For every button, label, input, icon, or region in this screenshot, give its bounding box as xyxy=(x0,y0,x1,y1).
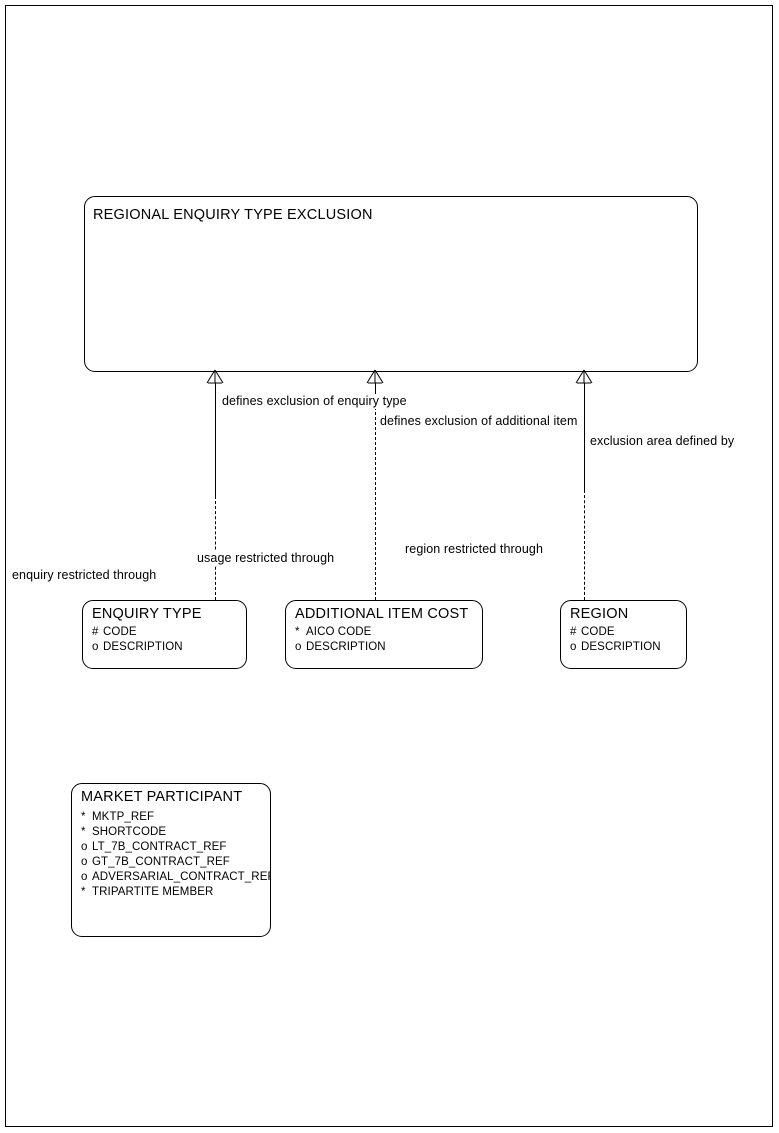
attribute-row: o LT_7B_CONTRACT_REF xyxy=(81,840,270,855)
attribute-label: DESCRIPTION xyxy=(581,641,661,653)
entity-title: REGION xyxy=(570,606,629,622)
attribute-row: * TRIPARTITE MEMBER xyxy=(81,885,270,900)
attribute-row: o DESCRIPTION xyxy=(92,640,246,655)
entity-region[interactable]: REGION # CODE o DESCRIPTION xyxy=(560,600,687,669)
connector-segment-solid xyxy=(215,383,216,496)
attribute-marker: * xyxy=(81,811,86,823)
connector-segment-dashed xyxy=(215,496,216,600)
attribute-list: # CODE o DESCRIPTION xyxy=(570,625,686,655)
attribute-label: SHORTCODE xyxy=(92,826,167,838)
relationship-label-usage-restricted-through: usage restricted through xyxy=(196,551,336,566)
attribute-label: LT_7B_CONTRACT_REF xyxy=(92,841,227,853)
attribute-row: # CODE xyxy=(92,625,246,640)
attribute-list: # CODE o DESCRIPTION xyxy=(92,625,246,655)
entity-regional-enquiry-type-exclusion[interactable]: REGIONAL ENQUIRY TYPE EXCLUSION xyxy=(84,196,698,372)
attribute-marker: * xyxy=(81,886,86,898)
attribute-row: # CODE xyxy=(570,625,686,640)
attribute-list: * AICO CODE o DESCRIPTION xyxy=(295,625,482,655)
attribute-label: MKTP_REF xyxy=(92,811,155,823)
attribute-row: o DESCRIPTION xyxy=(295,640,482,655)
attribute-marker: o xyxy=(81,856,88,868)
entity-title: ENQUIRY TYPE xyxy=(92,606,202,622)
attribute-marker: * xyxy=(81,826,86,838)
attribute-label: DESCRIPTION xyxy=(103,641,183,653)
attribute-label: DESCRIPTION xyxy=(306,641,386,653)
attribute-label: CODE xyxy=(581,626,615,638)
page-frame xyxy=(5,5,773,1127)
attribute-marker: o xyxy=(81,841,88,853)
crows-foot-icon xyxy=(575,369,593,384)
attribute-marker: * xyxy=(295,626,300,638)
attribute-label: AICO CODE xyxy=(306,626,372,638)
connector-segment-dashed xyxy=(375,407,376,600)
attribute-row: * SHORTCODE xyxy=(81,825,270,840)
relationship-label-enquiry-restricted-through: enquiry restricted through xyxy=(11,568,158,583)
entity-title: REGIONAL ENQUIRY TYPE EXCLUSION xyxy=(93,207,373,223)
relationship-label-region-restricted-through: region restricted through xyxy=(404,542,544,557)
relationship-label-defines-exclusion-of-additional-item: defines exclusion of additional item xyxy=(379,414,579,429)
attribute-marker: # xyxy=(92,626,99,638)
relationship-label-defines-exclusion-of-enquiry-type: defines exclusion of enquiry type xyxy=(221,394,408,409)
attribute-row: o ADVERSARIAL_CONTRACT_REF xyxy=(81,870,271,885)
entity-market-participant[interactable]: MARKET PARTICIPANT * MKTP_REF * SHORTCODE … xyxy=(71,783,271,937)
crows-foot-icon xyxy=(366,369,384,384)
entity-additional-item-cost[interactable]: ADDITIONAL ITEM COST * AICO CODE o DESCRIP… xyxy=(285,600,483,669)
attribute-label: TRIPARTITE MEMBER xyxy=(92,886,214,898)
attribute-label: GT_7B_CONTRACT_REF xyxy=(92,856,230,868)
attribute-row: * AICO CODE xyxy=(295,625,482,640)
connector-segment-dashed xyxy=(584,490,585,600)
attribute-marker: # xyxy=(570,626,577,638)
attribute-marker: o xyxy=(295,641,302,653)
attribute-marker: o xyxy=(92,641,99,653)
attribute-list: * MKTP_REF * SHORTCODE o LT_7B_CONTRACT_REF… xyxy=(81,810,271,900)
entity-title: ADDITIONAL ITEM COST xyxy=(295,606,469,622)
entity-title: MARKET PARTICIPANT xyxy=(81,789,243,805)
attribute-row: o GT_7B_CONTRACT_REF xyxy=(81,855,270,870)
relationship-label-exclusion-area-defined-by: exclusion area defined by xyxy=(589,434,736,449)
entity-enquiry-type[interactable]: ENQUIRY TYPE # CODE o DESCRIPTION xyxy=(82,600,247,669)
crows-foot-icon xyxy=(206,369,224,384)
attribute-row: * MKTP_REF xyxy=(81,810,270,825)
attribute-label: CODE xyxy=(103,626,137,638)
attribute-row: o DESCRIPTION xyxy=(570,640,686,655)
connector-segment-solid xyxy=(584,383,585,490)
attribute-marker: o xyxy=(81,871,88,883)
attribute-marker: o xyxy=(570,641,577,653)
attribute-label: ADVERSARIAL_CONTRACT_REF xyxy=(92,871,271,883)
